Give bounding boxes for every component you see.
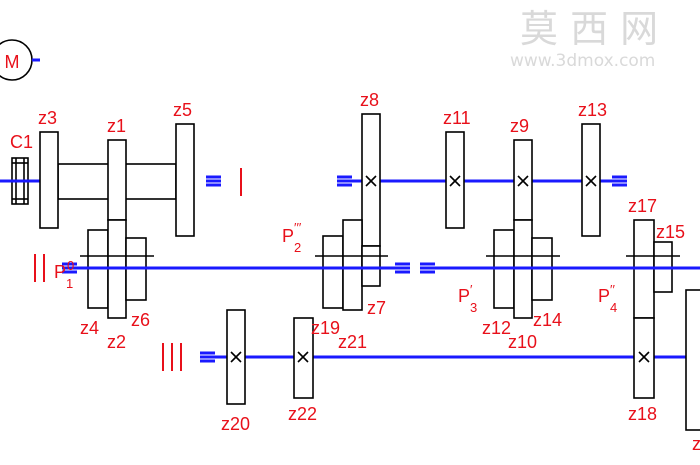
- gear-z9: [513, 139, 533, 221]
- svg-text:′′: ′′: [610, 282, 615, 297]
- gear-z8-assembly: [361, 113, 381, 247]
- gear-z7: [361, 245, 381, 287]
- label-z-cut: z: [692, 434, 700, 454]
- gear-z3: [39, 131, 59, 229]
- gear-z19: [322, 235, 344, 309]
- shaft-1-gear-block: [39, 123, 195, 237]
- gear-z18: [633, 317, 655, 399]
- label-z22: z22: [288, 404, 317, 424]
- shaft-3-roman: [162, 343, 182, 371]
- gear-z20: [226, 309, 246, 405]
- svg-text:4: 4: [610, 300, 617, 315]
- label-p1: P 1 0: [54, 258, 74, 291]
- svg-text:3: 3: [470, 300, 477, 315]
- gear-z5: [175, 123, 195, 237]
- watermark-chinese: 莫 西 网: [520, 7, 658, 51]
- sliding-block-p4: [626, 219, 700, 319]
- label-z17: z17: [628, 196, 657, 216]
- svg-text:′′′: ′′′: [294, 220, 302, 235]
- svg-text:P: P: [282, 226, 294, 246]
- motor-symbol: M: [0, 39, 40, 81]
- label-z2: z2: [107, 332, 126, 352]
- motor-label: M: [5, 52, 20, 72]
- label-z19: z19: [311, 318, 340, 338]
- gear-z1: [107, 139, 127, 221]
- clutch-c1: [0, 157, 40, 205]
- label-z11: z11: [443, 108, 471, 128]
- gear-z11: [445, 131, 465, 229]
- label-z9: z9: [510, 116, 529, 136]
- label-z12: z12: [482, 318, 511, 338]
- svg-text:P: P: [458, 286, 470, 306]
- svg-text:0: 0: [67, 258, 74, 273]
- label-z8: z8: [360, 90, 379, 110]
- svg-text:P: P: [598, 286, 610, 306]
- svg-text:′: ′: [470, 282, 473, 297]
- label-z3: z3: [38, 108, 57, 128]
- gear-z21: [342, 219, 363, 311]
- label-z21: z21: [338, 332, 367, 352]
- label-p4: P 4 ′′: [598, 282, 617, 315]
- label-z20: z20: [221, 414, 250, 434]
- label-p2: P 2 ′′′: [282, 220, 302, 255]
- gear-z13: [581, 123, 601, 237]
- label-z18: z18: [628, 404, 657, 424]
- label-z5: z5: [173, 100, 192, 120]
- label-z1: z1: [107, 116, 126, 136]
- label-z4: z4: [80, 318, 99, 338]
- gear-cut-right: [685, 289, 700, 431]
- label-z14: z14: [533, 310, 562, 330]
- watermark-url: www.3dmox.com: [510, 51, 655, 71]
- sliding-block-p3: [486, 219, 560, 319]
- svg-text:2: 2: [294, 240, 301, 255]
- label-z6: z6: [131, 310, 150, 330]
- gear-z22: [293, 317, 314, 399]
- sliding-block-p1: [77, 219, 154, 319]
- svg-text:P: P: [54, 262, 66, 282]
- svg-text:1: 1: [66, 276, 73, 291]
- label-z15: z15: [656, 222, 685, 242]
- label-z10: z10: [508, 332, 537, 352]
- shaft-2-roman: [34, 254, 45, 282]
- shaft-3: [200, 351, 700, 363]
- label-z13: z13: [578, 100, 607, 120]
- clutch-label: C1: [10, 132, 33, 152]
- label-p3: P 3 ′: [458, 282, 477, 315]
- label-z7: z7: [367, 298, 386, 318]
- sliding-block-p2: [315, 219, 395, 311]
